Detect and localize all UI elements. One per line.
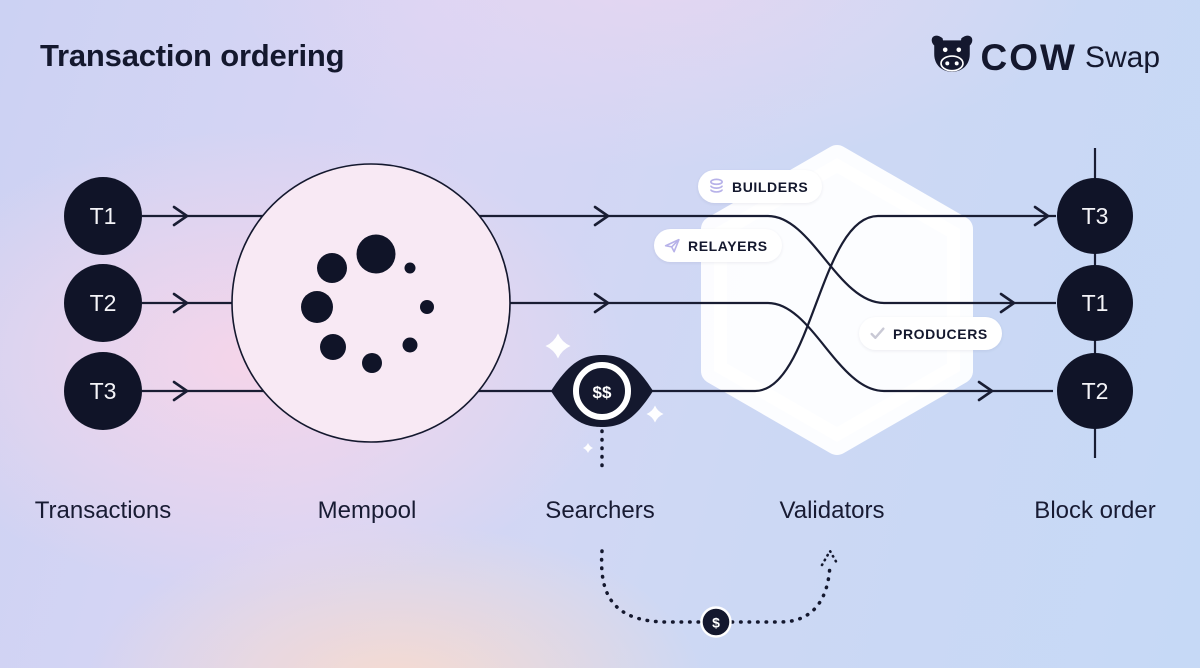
flow-line-t1 [142,214,1056,305]
input-nodes: T1 T2 T3 [64,177,142,430]
spinner-dot [404,262,416,274]
arrow-chevron [1033,205,1050,227]
logo-suffix-text: Swap [1084,40,1160,74]
arrow-chevron [593,205,610,227]
arrow-chevron [999,292,1016,314]
arrow-chevron [593,292,610,314]
stack-icon [708,178,725,195]
relayers-badge-label: RELAYERS [688,237,768,254]
stage-label-searchers: Searchers [545,497,655,524]
eye-ring [573,362,631,420]
spinner-dot [402,337,418,353]
mempool-circle [231,163,511,443]
stage-label-mempool: Mempool [317,497,417,524]
sparkle-icon [583,443,593,453]
spinner-dot [356,234,396,274]
flow-line-t2 [142,301,1053,393]
send-icon [664,237,681,254]
searchers-eye: $$ [551,355,653,427]
producers-badge: PRODUCERS [859,317,1002,350]
page-title: Transaction ordering [40,38,345,73]
stage-label-validators: Validators [779,497,885,524]
node-label: T3 [90,378,117,404]
fee-loop-arrowhead [820,549,840,567]
stage-label-transactions: Transactions [34,497,172,524]
arrow-chevron [172,380,189,402]
node-circle [1057,178,1133,254]
cow-head-icon [929,34,975,81]
cowswap-logo: COW Swap [929,34,1160,81]
builders-badge: BUILDERS [698,170,823,203]
sparkle-icon [545,333,571,359]
spinner-dot [317,253,347,283]
arrow-chevron [172,205,189,227]
builders-badge-label: BUILDERS [732,178,809,195]
spinner-dot [320,334,346,360]
arrow-chevron [172,292,189,314]
node-circle [64,264,142,342]
block-order-nodes: T3 T1 T2 [1057,178,1133,429]
node-label: T1 [90,203,117,229]
arrow-chevron [977,380,994,402]
node-label: T3 [1082,203,1109,229]
node-circle [1057,265,1133,341]
node-label: T2 [1082,378,1109,404]
fee-coin [700,606,732,638]
stage-label-block-order: Block order [1034,497,1156,524]
flow-line-t3 [142,214,1056,393]
spinner-dot [362,353,382,373]
node-label: T2 [90,290,117,316]
spinner-dot [420,300,434,314]
relayers-badge: RELAYERS [654,229,782,262]
logo-brand-text: COW [980,36,1077,78]
node-circle [64,177,142,255]
fee-loop-path [599,549,832,624]
node-circle [64,352,142,430]
producers-badge-label: PRODUCERS [893,325,988,342]
sparkle-icon [646,405,664,423]
spinner-dot [301,291,333,323]
fee-coin-label: $ [712,615,720,631]
searchers-fee-label: $$ [593,383,612,402]
node-circle [1057,353,1133,429]
mempool-spinner [301,234,434,373]
check-icon [869,325,886,342]
node-label: T1 [1082,290,1109,316]
